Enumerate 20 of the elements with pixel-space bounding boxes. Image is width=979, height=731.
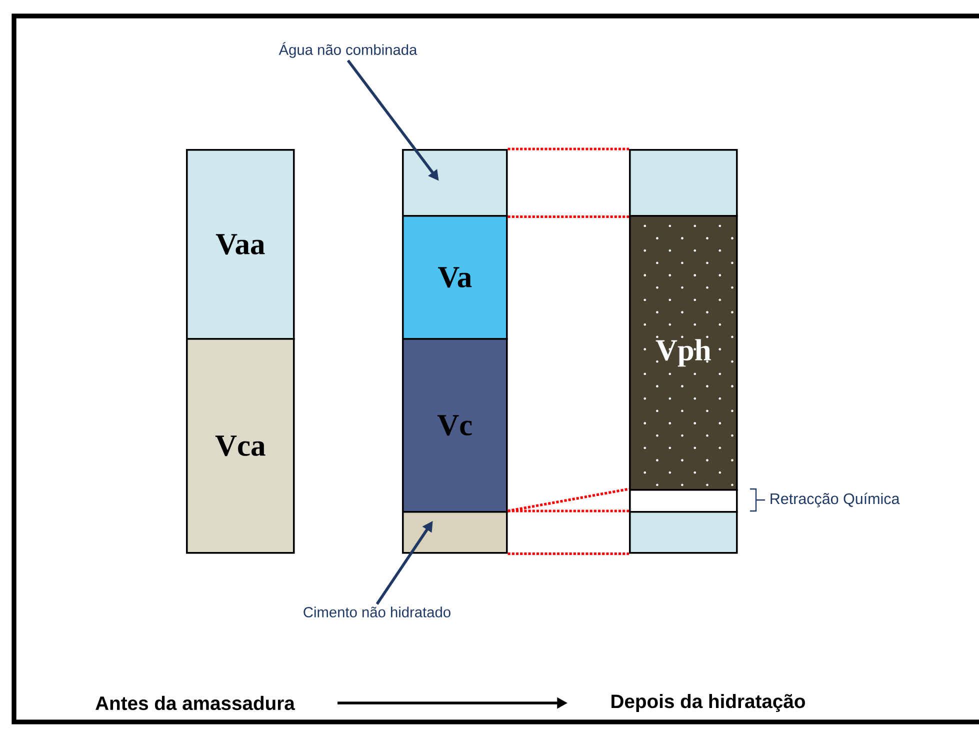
guide-line <box>508 148 629 150</box>
stage-label: Antes da amassadura <box>96 696 296 710</box>
volume-box <box>629 511 738 554</box>
guide-line <box>508 215 629 218</box>
volume-box: Vaa <box>186 149 295 340</box>
volume-box <box>629 489 738 513</box>
guide-line <box>508 510 629 512</box>
volume-box <box>629 149 738 217</box>
guide-line <box>508 552 629 556</box>
volume-box: Vc <box>402 338 508 513</box>
callout-label: Cimento não hidratado <box>304 606 450 618</box>
volume-box <box>402 511 508 554</box>
callout-label: Retracção Química <box>770 492 900 508</box>
stage-label: Depois da hidratação <box>612 694 805 712</box>
volume-box: Va <box>402 215 508 340</box>
callout-label: Água não combinada <box>278 42 418 58</box>
volume-box: Vca <box>186 338 295 554</box>
guide-line <box>508 488 630 512</box>
volume-box <box>402 149 508 217</box>
volume-box: Vph <box>629 215 738 491</box>
